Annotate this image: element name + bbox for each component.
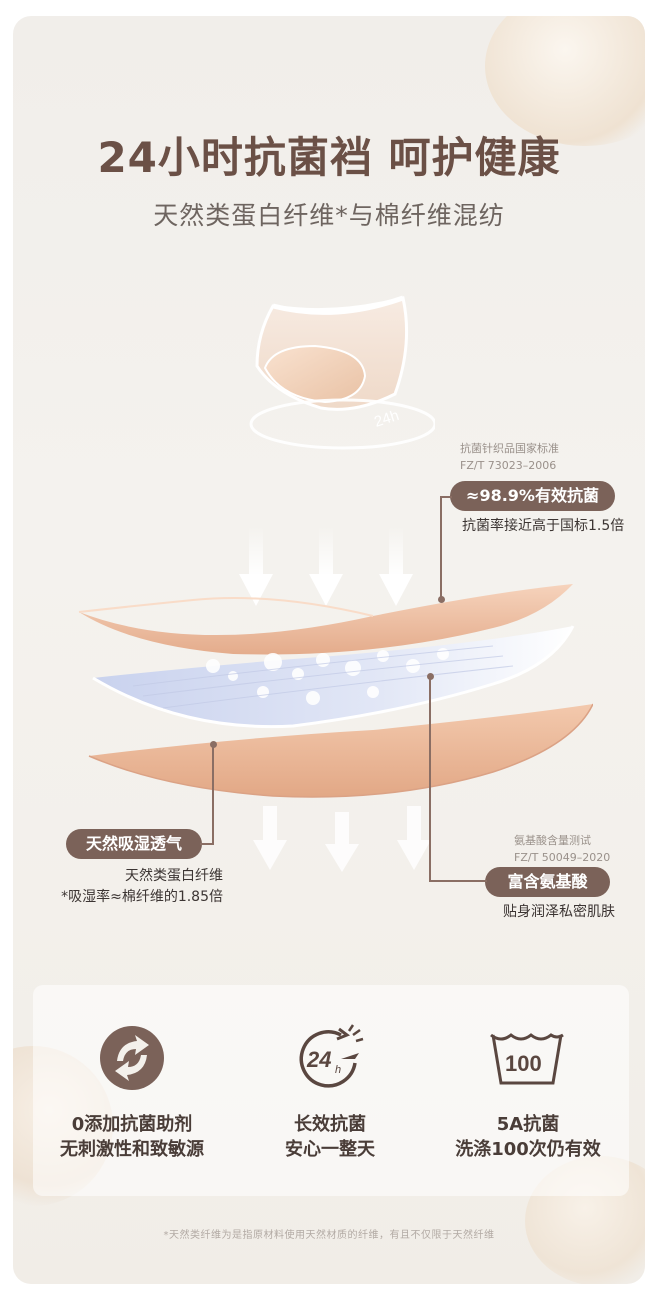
wash-100-icon: 100: [490, 1033, 564, 1085]
feature-no-additive: 0添加抗菌助剂 无刺激性和致敏源: [33, 985, 231, 1196]
recycle-icon: [100, 1026, 164, 1090]
feature-panel: 0添加抗菌助剂 无刺激性和致敏源 24 h 长效抗菌 安心一整天: [33, 985, 629, 1196]
feature-line1: 0添加抗菌助剂: [71, 1114, 193, 1135]
svg-text:24: 24: [306, 1047, 331, 1072]
antibacterial-standard: 抗菌针织品国家标准 FZ/T 73023–2006: [460, 442, 559, 472]
moisture-pill: 天然吸湿透气: [66, 829, 202, 859]
feature-line1: 长效抗菌: [294, 1114, 366, 1135]
page-subtitle: 天然类蛋白纤维*与棉纤维混纺: [153, 201, 505, 230]
underwear-illustration: 24h: [249, 295, 435, 450]
feature-wash-durable: 100 5A抗菌 洗涤100次仍有效: [429, 985, 627, 1196]
leader-line: [212, 744, 214, 845]
24h-clock-icon: 24 h: [299, 1024, 364, 1088]
amino-pill: 富含氨基酸: [485, 867, 610, 897]
antibacterial-desc: 抗菌率接近高于国标1.5倍: [462, 518, 625, 534]
amino-desc: 贴身润泽私密肌肤: [503, 904, 615, 920]
airflow-arrows-top: [239, 526, 413, 606]
leader-dot: [427, 673, 434, 680]
moisture-desc: 天然类蛋白纤维 *吸湿率≈棉纤维的1.85倍: [61, 868, 223, 905]
antibacterial-pill: ≈98.9%有效抗菌: [450, 481, 615, 511]
leader-line: [200, 843, 214, 845]
leader-line: [429, 880, 487, 882]
footnote: *天然类纤维为是指原材料使用天然材质的纤维，有且不仅限于天然纤维: [163, 1230, 495, 1241]
feature-line2: 洗涤100次仍有效: [455, 1139, 601, 1160]
feature-line2: 无刺激性和致敏源: [60, 1139, 204, 1160]
airflow-arrows-bottom: [253, 806, 431, 872]
leader-line: [440, 496, 452, 498]
svg-text:h: h: [335, 1064, 341, 1076]
24h-badge: 24h: [372, 407, 401, 431]
product-detail-page: 24小时抗菌裆 呵护健康 天然类蛋白纤维*与棉纤维混纺 24h: [13, 16, 645, 1284]
leader-dot: [438, 596, 445, 603]
leader-line: [429, 676, 431, 881]
feature-long-lasting: 24 h 长效抗菌 安心一整天: [231, 985, 429, 1196]
feature-line1: 5A抗菌: [496, 1114, 560, 1135]
svg-text:100: 100: [505, 1051, 542, 1076]
leader-line: [440, 496, 442, 600]
fabric-layers-illustration: [78, 526, 593, 872]
feature-line2: 安心一整天: [285, 1139, 375, 1160]
amino-standard: 氨基酸含量测试 FZ/T 50049–2020: [514, 834, 611, 864]
page-title: 24小时抗菌裆 呵护健康: [97, 133, 561, 182]
leader-dot: [210, 741, 217, 748]
